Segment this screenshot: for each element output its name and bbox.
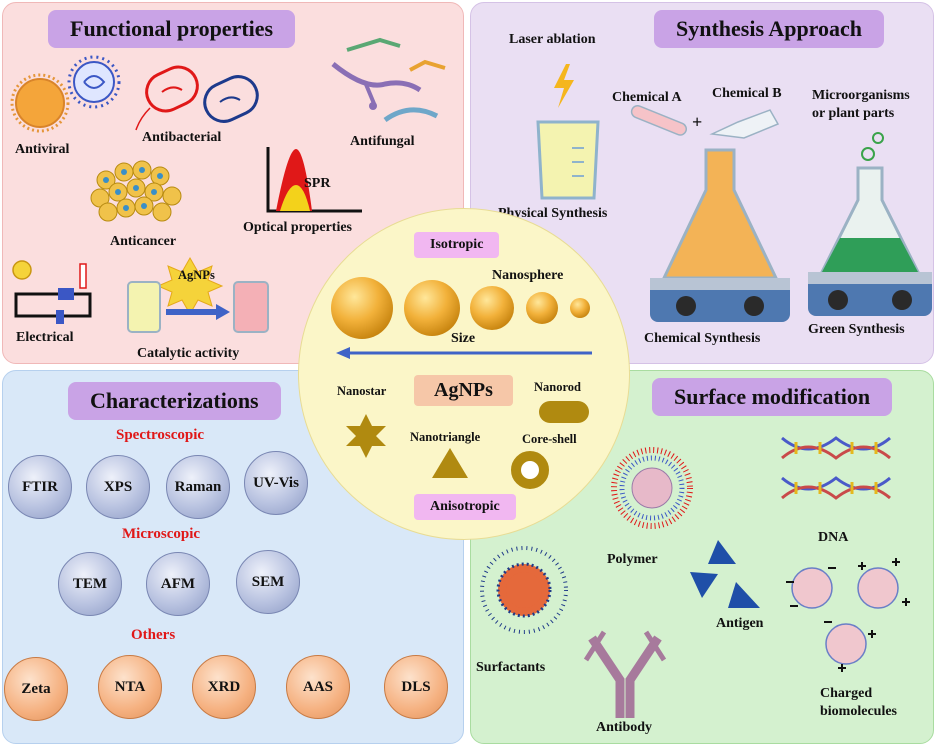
physical-synthesis-label: Physical Synthesis	[498, 206, 608, 221]
synthesis-approach-title: Synthesis Approach	[654, 10, 885, 48]
plus-sign: +	[692, 112, 703, 132]
nanosphere-2	[404, 280, 460, 336]
charged-label-line2: biomolecules	[820, 704, 897, 719]
antiviral-label: Antiviral	[15, 142, 70, 157]
chemical-synthesis-label: Chemical Synthesis	[644, 331, 761, 346]
antigen-icon	[690, 540, 760, 608]
agnps-burst-label: AgNPs	[178, 268, 215, 282]
size-direction-arrow	[336, 347, 592, 359]
coreshell-label: Core-shell	[522, 432, 577, 446]
technique-raman: Raman	[166, 455, 230, 519]
spr-plot-icon	[266, 147, 362, 213]
fungus-icon	[331, 37, 446, 123]
cancer-cells-icon	[90, 160, 182, 222]
nanosphere-5	[570, 298, 590, 318]
catalytic-activity-label: Catalytic activity	[137, 346, 240, 361]
electrical-label: Electrical	[16, 330, 74, 345]
polymer-icon	[611, 447, 693, 529]
surfactant-micelle-icon	[480, 546, 568, 634]
nanosphere-3	[470, 286, 514, 330]
functional-properties-title: Functional properties	[48, 10, 296, 48]
nanotriangle-label: Nanotriangle	[410, 430, 481, 444]
technique-ftir: FTIR	[8, 455, 72, 519]
nanotriangle-shape	[432, 448, 468, 478]
size-label: Size	[451, 331, 476, 346]
spr-label: SPR	[304, 176, 331, 191]
nanosphere-1	[331, 277, 393, 339]
coreshell-shape	[511, 451, 549, 489]
nanosphere-label: Nanosphere	[492, 268, 564, 283]
optical-properties-label: Optical properties	[243, 220, 353, 235]
nanostar-shape	[346, 414, 386, 458]
technique-zeta: Zeta	[4, 657, 68, 721]
antibacterial-label: Antibacterial	[142, 130, 222, 145]
technique-afm: AFM	[146, 552, 210, 616]
isotropic-label: Isotropic	[414, 232, 500, 258]
antigen-label: Antigen	[716, 616, 764, 631]
antibody-label: Antibody	[596, 720, 653, 735]
dna-icon	[781, 436, 891, 500]
characterizations-title: Characterizations	[68, 382, 281, 420]
nanorod-label: Nanorod	[534, 380, 582, 394]
microorganisms-label-line2: or plant parts	[812, 106, 895, 121]
anticancer-label: Anticancer	[110, 234, 177, 249]
technique-aas: AAS	[286, 655, 350, 719]
nanorod-shape	[539, 401, 589, 423]
antifungal-label: Antifungal	[350, 134, 415, 149]
agnps-center-label: AgNPs	[414, 375, 513, 406]
spectroscopic-heading: Spectroscopic	[116, 427, 205, 443]
anisotropic-label: Anisotropic	[414, 494, 516, 520]
technique-nta: NTA	[98, 655, 162, 719]
dna-label: DNA	[818, 530, 849, 545]
green-synthesis-label: Green Synthesis	[808, 322, 905, 337]
technique-xrd: XRD	[192, 655, 256, 719]
antibody-icon	[583, 630, 667, 718]
microorganisms-label-line1: Microorganisms	[812, 88, 910, 103]
chemical-flask-stirrer-icon	[650, 148, 790, 322]
polymer-label: Polymer	[607, 552, 658, 567]
circuit-icon	[12, 260, 92, 324]
pouring-flask-icon	[709, 109, 780, 139]
microscopic-heading: Microscopic	[122, 526, 201, 542]
catalytic-beakers-icon	[127, 256, 269, 333]
technique-tem: TEM	[58, 552, 122, 616]
surfactants-label: Surfactants	[476, 660, 546, 675]
bacteria-icon	[135, 65, 259, 131]
test-tube-icon	[630, 105, 688, 136]
nanosphere-4	[526, 292, 558, 324]
chemical-b-label: Chemical B	[712, 86, 782, 101]
charged-biomolecules-icon	[786, 558, 910, 672]
green-flask-stirrer-icon	[808, 132, 932, 316]
chemical-a-label: Chemical A	[612, 90, 682, 105]
surface-modification-title: Surface modification	[652, 378, 893, 416]
technique-dls: DLS	[384, 655, 448, 719]
physical-beaker-icon	[536, 120, 600, 200]
technique-sem: SEM	[236, 550, 300, 614]
charged-label-line1: Charged	[820, 686, 873, 701]
center-agnps-disc	[298, 208, 630, 540]
others-heading: Others	[131, 627, 176, 643]
laser-ablation-label: Laser ablation	[509, 32, 596, 47]
technique-xps: XPS	[86, 455, 150, 519]
lightning-icon	[554, 64, 574, 108]
nanospheres-size-series	[331, 277, 590, 339]
technique-uv-vis: UV-Vis	[244, 451, 308, 515]
virus-icon	[10, 55, 121, 133]
nanostar-label: Nanostar	[337, 384, 387, 398]
